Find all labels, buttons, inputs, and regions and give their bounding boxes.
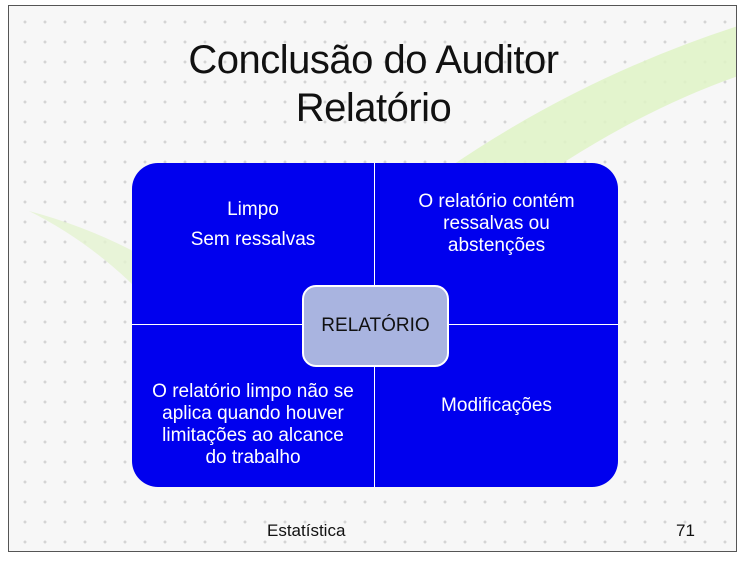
slide: Conclusão do Auditor Relatório Limpo Sem… [8, 5, 737, 552]
footer-text: Estatística [267, 521, 346, 540]
slide-title: Conclusão do Auditor Relatório [9, 36, 736, 132]
page-number: 71 [676, 521, 695, 540]
quadrant-qualified: O relatório contém ressalvas ou abstençõ… [375, 163, 618, 325]
quadrant-clean-line-1: Limpo [227, 199, 279, 220]
title-line-1: Conclusão do Auditor [188, 38, 559, 82]
center-report-box: RELATÓRIO [302, 285, 449, 367]
quadrant-clean-line-2: Sem ressalvas [190, 229, 316, 250]
report-matrix: Limpo Sem ressalvas O relatório contém r… [132, 163, 618, 487]
title-line-2: Relatório [295, 86, 452, 130]
